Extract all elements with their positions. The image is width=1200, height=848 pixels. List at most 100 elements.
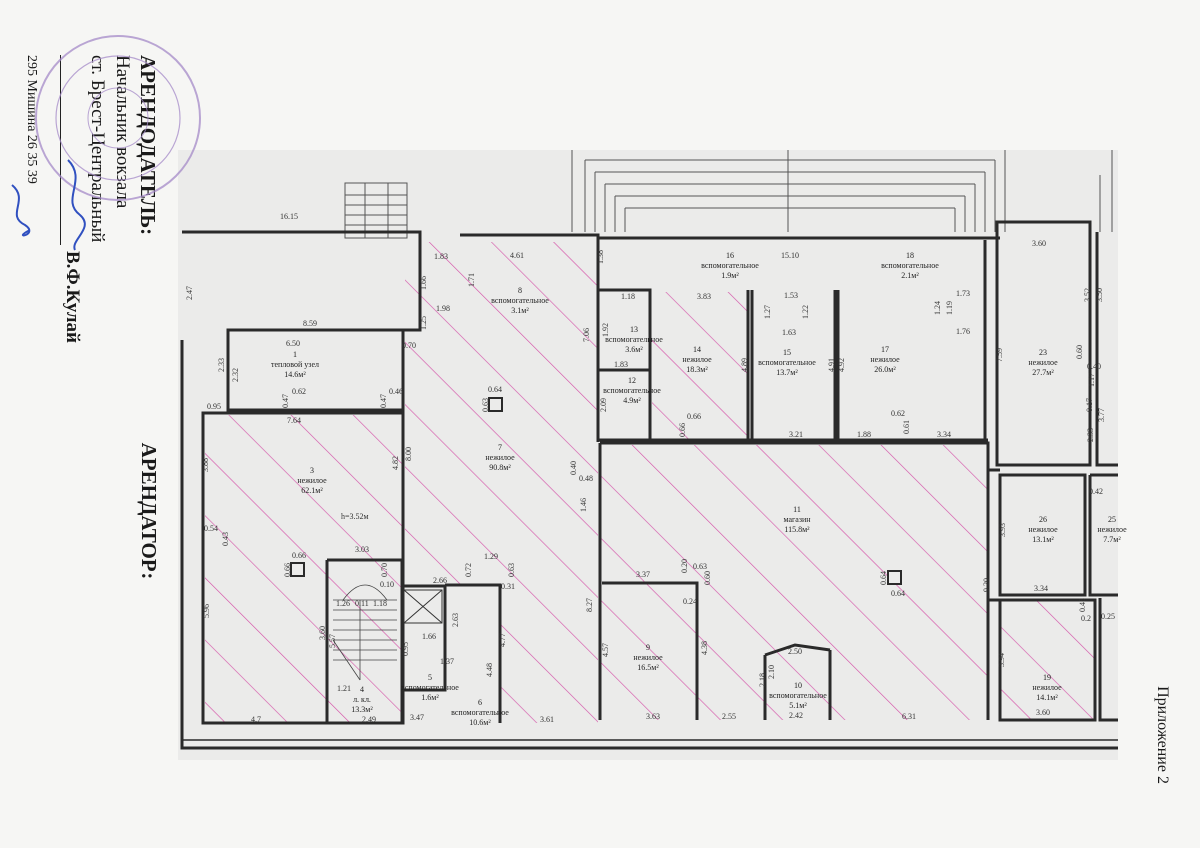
room-type: тепловой узел xyxy=(271,360,319,369)
dimension-label: 1.73 xyxy=(956,289,970,298)
room-num: 18 xyxy=(906,251,914,260)
dimension-label: 0.64 xyxy=(879,571,888,585)
room-area: 115.8м² xyxy=(784,525,810,534)
room-area: 4.9м² xyxy=(623,396,641,405)
dimension-label: 1.88 xyxy=(857,430,871,439)
room-num: 7 xyxy=(498,443,502,452)
dimension-label: 15.10 xyxy=(781,251,799,260)
dimension-label: 2.33 xyxy=(217,358,226,372)
room-num: 14 xyxy=(693,345,701,354)
dimension-label: 3.60 xyxy=(318,626,327,640)
room-area: 13.7м² xyxy=(776,368,798,377)
external-stair xyxy=(344,182,408,239)
dimension-label: 3.47 xyxy=(410,713,424,722)
dimension-label: 7.64 xyxy=(287,416,301,425)
dimension-label: 1.37 xyxy=(440,657,454,666)
dimension-label: 1.18 xyxy=(621,292,635,301)
room-area: 27.7м² xyxy=(1032,368,1054,377)
room-area: 18.3м² xyxy=(686,365,708,374)
dimension-label: 2.32 xyxy=(231,368,240,382)
dimension-label: 3.60 xyxy=(1032,239,1046,248)
dimension-label: 3.34 xyxy=(1034,584,1048,593)
room-type: вспомогательное xyxy=(603,386,661,395)
dimension-label: 3.63 xyxy=(646,712,660,721)
dimension-label: 0.66 xyxy=(283,563,292,577)
room-num: 6 xyxy=(478,698,482,707)
dimension-label: 4.61 xyxy=(510,251,524,260)
elevator-shaft xyxy=(403,589,443,624)
room-type: вспомогательное xyxy=(451,708,509,717)
room-num: 13 xyxy=(630,325,638,334)
dimension-label: 5.57 xyxy=(328,634,337,648)
dimension-label: 0.95 xyxy=(207,402,221,411)
dimension-label: 0.43 xyxy=(221,532,230,546)
room-type: нежилое xyxy=(1028,358,1058,367)
room-type: магазин xyxy=(783,515,811,524)
dimension-label: 7.06 xyxy=(582,328,591,342)
room-type: вспомогательное xyxy=(881,261,939,270)
room-num: 15 xyxy=(783,348,791,357)
dimension-label: 0.63 xyxy=(693,562,707,571)
dimension-label: 4.48 xyxy=(485,663,494,677)
room-num: 10 xyxy=(794,681,802,690)
room-area: 3.6м² xyxy=(625,345,643,354)
dimension-label: 1.18 xyxy=(373,599,387,608)
dimension-label: 0.11 xyxy=(355,599,369,608)
dimension-label: 1.66 xyxy=(422,632,436,641)
stairwell-4 xyxy=(332,584,397,681)
dimension-label: h=3.52м xyxy=(341,512,369,521)
dimension-label: 0.60 xyxy=(1075,345,1084,359)
dimension-label: 1.83 xyxy=(434,252,448,261)
dimension-label: 0.95 xyxy=(401,642,410,656)
dimension-label: 4.82 xyxy=(391,456,400,470)
room-num: 8 xyxy=(518,286,522,295)
room-type: нежилое xyxy=(682,355,712,364)
dimension-label: 4.7 xyxy=(251,715,261,724)
dimension-label: 0.47 xyxy=(281,394,290,408)
dimension-label: 3.93 xyxy=(998,523,1007,537)
dimension-label: 1.83 xyxy=(614,360,628,369)
dimension-label: 4.57 xyxy=(601,643,610,657)
room-area: 1.9м² xyxy=(721,271,739,280)
dimension-label: 1.76 xyxy=(956,327,970,336)
dimension-label: 0.61 xyxy=(902,420,911,434)
dimension-label: 8.00 xyxy=(404,447,413,461)
dimension-label: 0.64 xyxy=(891,589,905,598)
dimension-label: 1.71 xyxy=(467,273,476,287)
room-type: нежилое xyxy=(1097,525,1127,534)
dimension-label: 2.50 xyxy=(788,647,802,656)
dimension-label: 3.83 xyxy=(697,292,711,301)
room-num: 3 xyxy=(310,466,314,475)
dimension-label: 2.09 xyxy=(599,398,608,412)
dimension-label: 0.66 xyxy=(687,412,701,421)
dimension-label: 3.61 xyxy=(540,715,554,724)
room-num: 4 xyxy=(360,685,364,694)
dimension-label: 0.66 xyxy=(678,423,687,437)
dimension-label: 1.66 xyxy=(419,276,428,290)
dimension-label: 0.47 xyxy=(379,394,388,408)
room-num: 26 xyxy=(1039,515,1047,524)
room-area: 13.3м² xyxy=(351,705,373,714)
dimension-label: 4.89 xyxy=(740,358,749,372)
room-area: 90.8м² xyxy=(489,463,511,472)
dimension-label: 1.29 xyxy=(484,552,498,561)
dimension-label: 0.20 xyxy=(680,559,689,573)
dimension-label: 0.10 xyxy=(380,580,394,589)
dimension-label: 1.38 xyxy=(596,250,605,264)
dimension-label: 0.64 xyxy=(488,385,502,394)
dimension-label: 0.70 xyxy=(402,341,416,350)
dimension-label: 0.62 xyxy=(891,409,905,418)
dimension-label: 0.42 xyxy=(1089,487,1103,496)
room-type: вспомогательное xyxy=(769,691,827,700)
walls xyxy=(180,220,1118,750)
dimension-label: 16.15 xyxy=(280,212,298,221)
room-area: 2.1м² xyxy=(901,271,919,280)
